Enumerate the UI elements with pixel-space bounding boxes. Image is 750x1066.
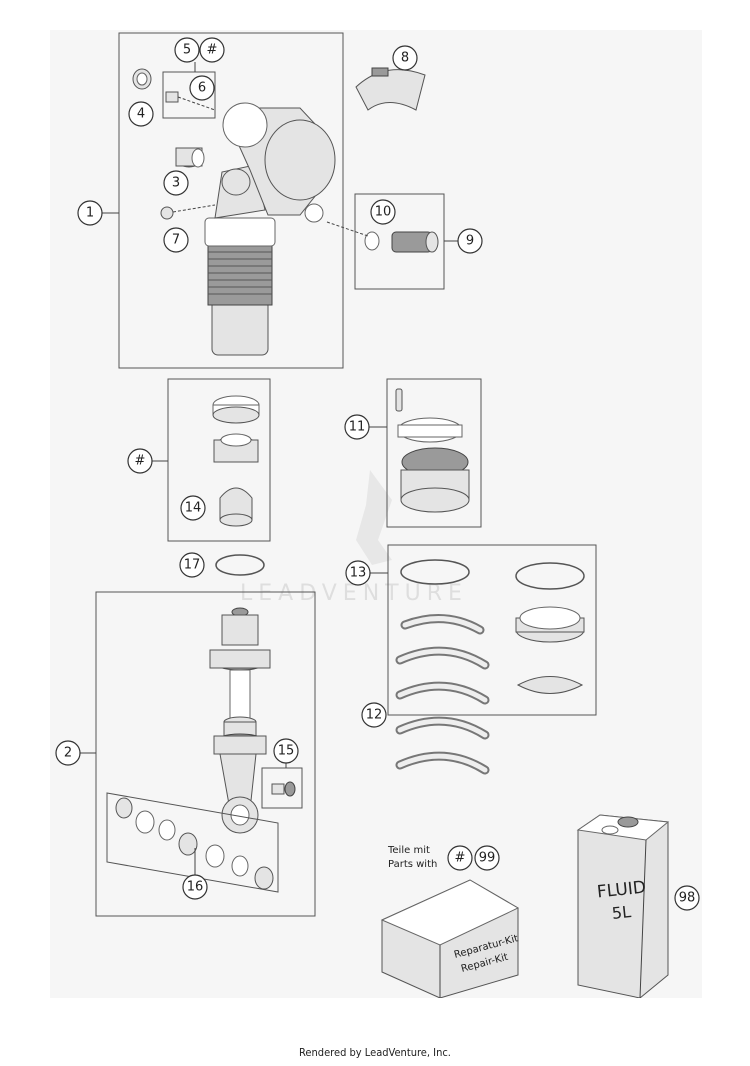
callout-99: 99 xyxy=(474,845,500,871)
svg-text:8: 8 xyxy=(401,51,409,66)
spring-inner xyxy=(397,616,488,773)
diagram-panel: LEADVENTURE xyxy=(50,30,702,998)
repair-kit-box: Reparatur-Kit Repair-Kit xyxy=(380,879,520,998)
callout-11: 11 xyxy=(344,414,370,440)
leadventure-watermark: LEADVENTURE xyxy=(240,470,468,606)
svg-text:9: 9 xyxy=(466,234,474,249)
callout-4: 4 xyxy=(128,101,154,127)
callout-5-hash: # xyxy=(199,37,225,63)
callout-10: 10 xyxy=(370,199,396,225)
footer-credit: Rendered by LeadVenture, Inc. xyxy=(299,1046,451,1059)
callout-3: 3 xyxy=(163,170,189,196)
callout-12: 12 xyxy=(361,702,387,728)
callout-hash-group-14: # xyxy=(127,448,153,474)
part-13-spacers xyxy=(400,559,585,694)
svg-text:15: 15 xyxy=(278,744,295,759)
callout-8: 8 xyxy=(392,45,418,71)
parts-with-label: Parts with xyxy=(388,859,437,870)
svg-text:17: 17 xyxy=(184,558,201,573)
group-5-frame xyxy=(162,71,216,119)
svg-text:6: 6 xyxy=(198,81,206,96)
part-17-circlip xyxy=(215,554,265,576)
callout-1: 1 xyxy=(77,200,103,226)
callout-98: 98 xyxy=(674,885,700,911)
callout-13: 13 xyxy=(345,560,371,586)
svg-text:#: # xyxy=(135,454,146,469)
svg-text:#: # xyxy=(455,851,466,866)
callout-14: 14 xyxy=(180,495,206,521)
svg-text:5: 5 xyxy=(183,43,191,58)
svg-text:4: 4 xyxy=(137,107,145,122)
part-3-bushing xyxy=(175,147,205,168)
part-16-bearing-set xyxy=(106,792,279,893)
callout-6: 6 xyxy=(189,75,215,101)
part-2-piston-rod xyxy=(209,607,271,834)
part-7-nut xyxy=(160,204,216,220)
part-6-valve xyxy=(165,91,216,111)
svg-text:7: 7 xyxy=(172,233,180,248)
svg-text:2: 2 xyxy=(64,746,72,761)
part-11-adjuster-ring xyxy=(395,388,470,513)
group-14-frame xyxy=(167,378,271,542)
svg-text:13: 13 xyxy=(350,566,367,581)
callout-2: 2 xyxy=(55,740,81,766)
fluid-volume-label: 5L xyxy=(611,902,632,923)
svg-text:14: 14 xyxy=(185,501,202,516)
svg-text:10: 10 xyxy=(375,205,392,220)
exploded-parts-diagram: LEADVENTURE xyxy=(55,32,700,998)
callout-15: 15 xyxy=(273,738,299,764)
group-15-frame xyxy=(261,767,303,809)
group-2-frame xyxy=(95,591,316,917)
svg-text:99: 99 xyxy=(479,851,496,866)
fluid-can: FLUID 5L xyxy=(576,814,670,998)
group-13-frame xyxy=(387,544,597,716)
svg-text:98: 98 xyxy=(679,891,696,906)
teile-mit-label: Teile mit xyxy=(387,845,430,856)
part-4-cap xyxy=(132,68,152,90)
group-11-frame xyxy=(386,378,482,528)
callout-16: 16 xyxy=(182,874,208,900)
callout-7: 7 xyxy=(163,227,189,253)
svg-text:3: 3 xyxy=(172,176,180,191)
svg-text:12: 12 xyxy=(366,708,383,723)
callout-9: 9 xyxy=(457,228,483,254)
svg-text:16: 16 xyxy=(187,880,204,895)
svg-text:1: 1 xyxy=(86,206,94,221)
shock-absorber-body xyxy=(204,102,336,356)
callout-17: 17 xyxy=(179,552,205,578)
callout-5: 5 xyxy=(174,37,200,63)
svg-text:11: 11 xyxy=(349,420,366,435)
callout-99-hash: # xyxy=(447,845,473,871)
part-8-cover xyxy=(355,67,426,111)
watermark-text: LEADVENTURE xyxy=(240,581,468,606)
part-15-bleed-screw xyxy=(271,781,296,797)
part-9-valve-cartridge xyxy=(326,221,439,253)
group-1-frame xyxy=(118,32,344,369)
part-14-seal-stack xyxy=(212,395,260,527)
svg-text:#: # xyxy=(207,43,218,58)
